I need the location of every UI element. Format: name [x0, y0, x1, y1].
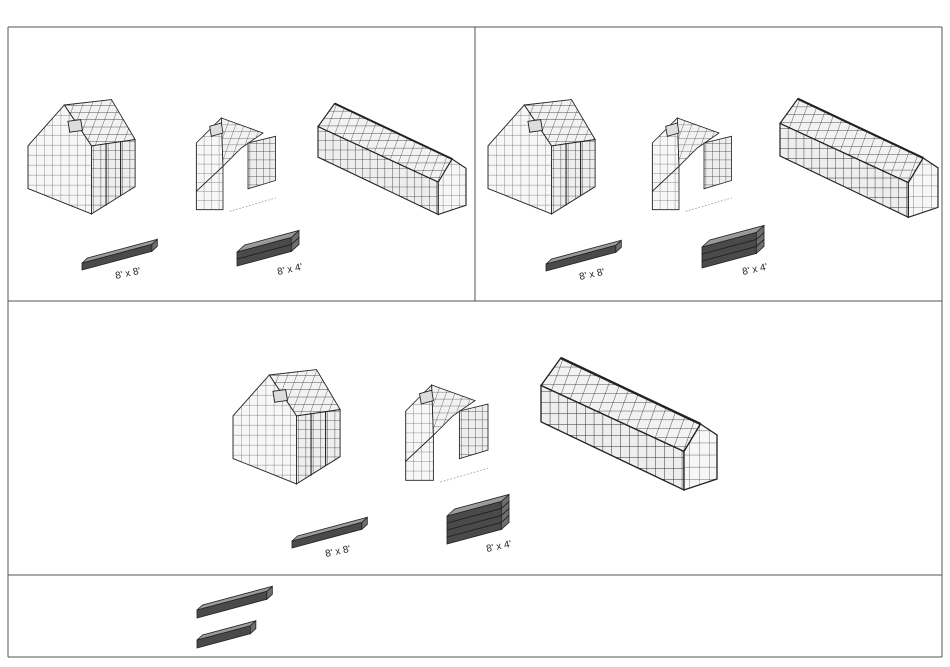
base-greenhouse-icon [488, 100, 595, 214]
kit-box-short [197, 621, 256, 648]
extended-greenhouse-icon [780, 99, 938, 218]
kit-size-label: 8' x 4' [741, 262, 768, 278]
extended-greenhouse-icon [318, 104, 466, 215]
extension-module-icon [652, 118, 731, 211]
base-greenhouse-icon [233, 370, 340, 484]
kit-box-long [197, 586, 272, 618]
kit-size-label: 8' x 8' [578, 267, 605, 283]
kit-box-single [546, 240, 621, 271]
kit-size-label: 8' x 8' [114, 266, 141, 282]
panel-b-illustrations [488, 99, 938, 218]
extended-greenhouse-icon [541, 358, 717, 490]
kit-box-single [82, 239, 157, 270]
extension-module-icon [406, 385, 488, 482]
extension-module-icon [196, 118, 275, 211]
panel-c-illustrations [233, 358, 717, 490]
base-greenhouse-icon [28, 100, 135, 214]
kit-size-label: 8' x 8' [324, 544, 351, 560]
kit-size-label: 8' x 4' [276, 262, 303, 278]
kit-size-label: 8' x 4' [485, 539, 512, 555]
kit-box-single [292, 517, 367, 548]
panel-a-illustrations [28, 100, 466, 215]
